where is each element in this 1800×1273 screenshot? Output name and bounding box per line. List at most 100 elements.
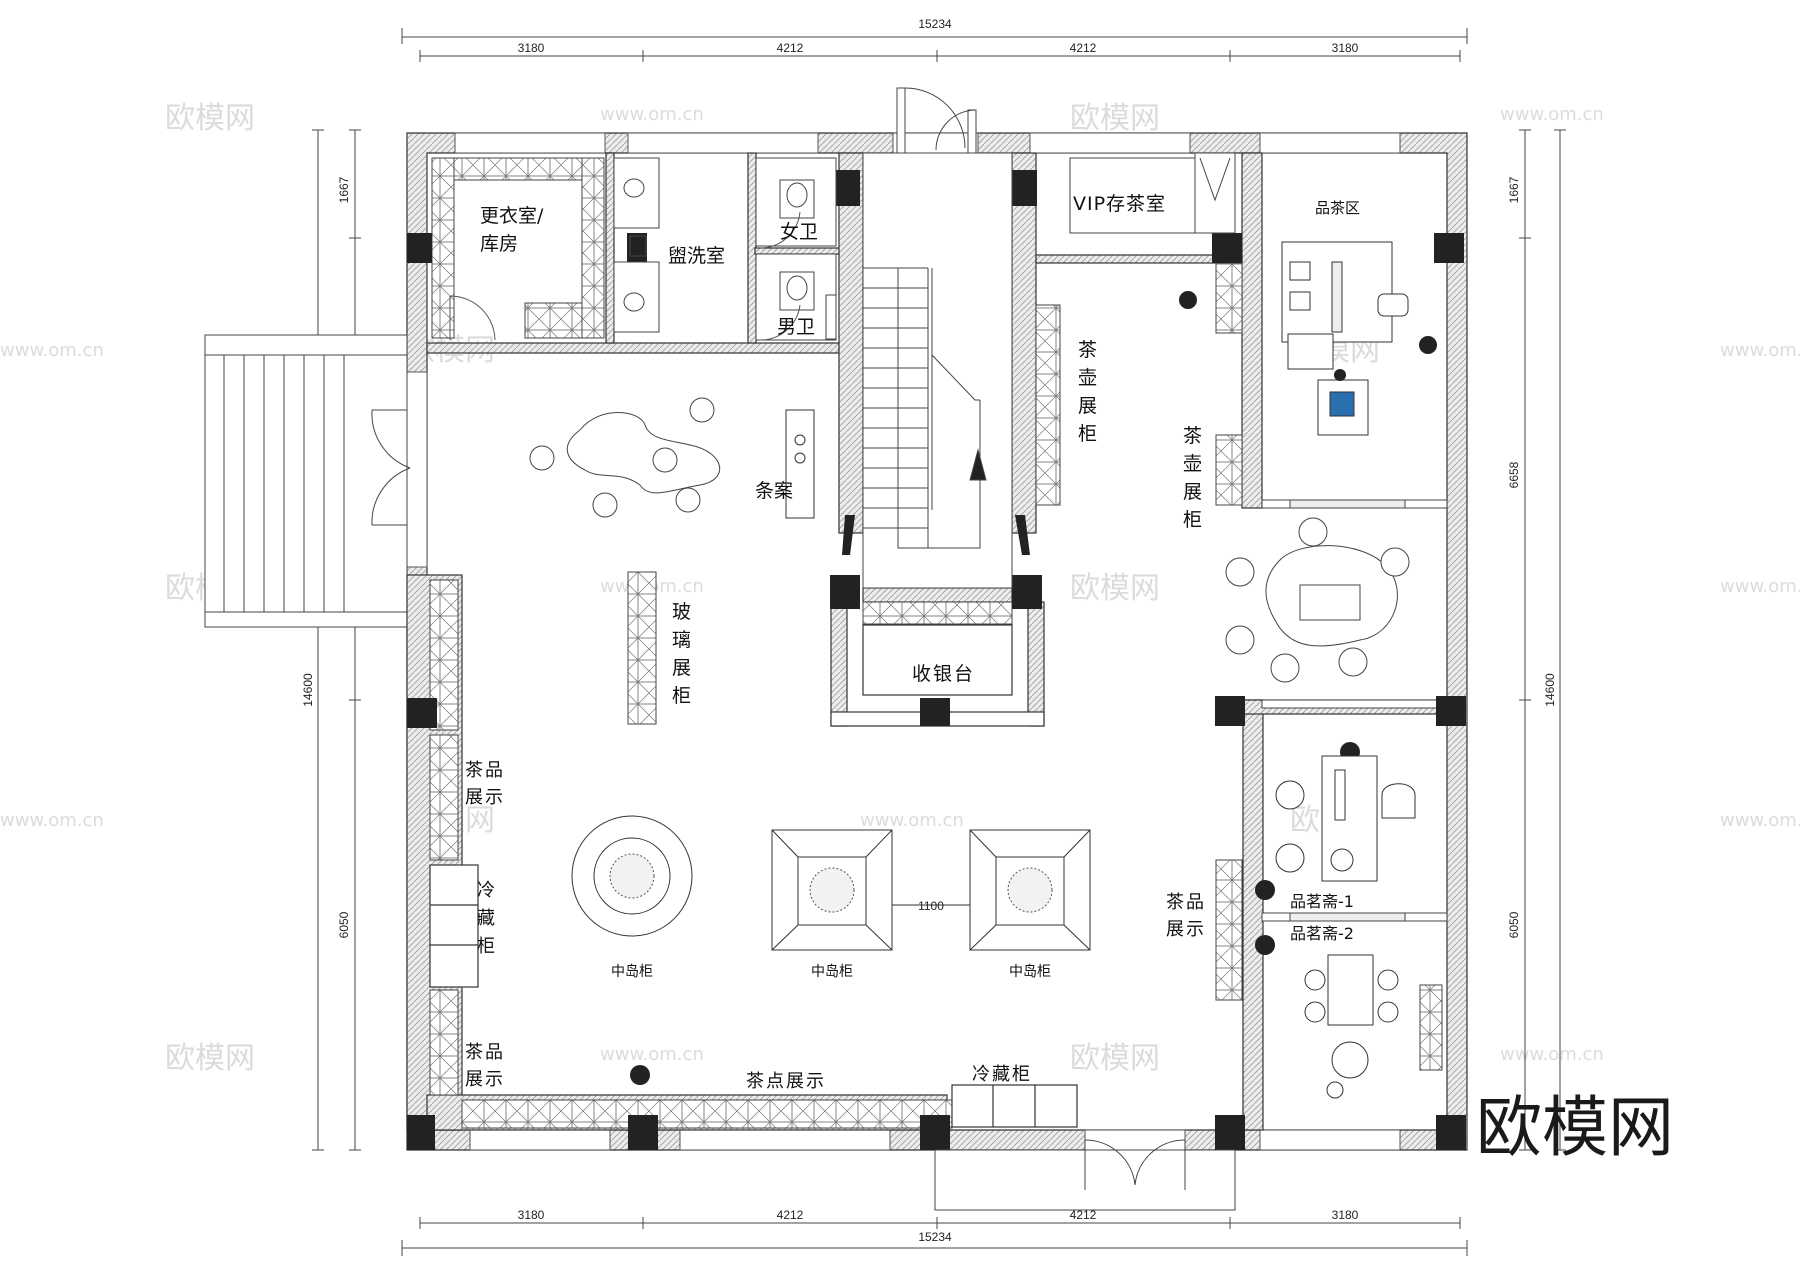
watermark-cn: 欧模网 bbox=[1070, 1041, 1160, 1076]
dim-top-seg: 4212 bbox=[1070, 41, 1097, 55]
plant-icons bbox=[630, 291, 1437, 1085]
locker-cabinet bbox=[581, 157, 605, 339]
dim-bottom-seg: 4212 bbox=[1070, 1208, 1097, 1222]
display-cabinets bbox=[429, 157, 1443, 1129]
label-tea-display-3: 展示 bbox=[1166, 919, 1206, 940]
left-entry-door[interactable] bbox=[371, 409, 411, 526]
label-glass-cabinet: 璃 bbox=[672, 629, 691, 651]
label-teapot-cabinet-1: 茶 bbox=[1078, 339, 1097, 361]
label-fridge-bottom: 冷藏柜 bbox=[972, 1064, 1032, 1085]
label-glass-cabinet: 柜 bbox=[672, 685, 691, 707]
plant-icon bbox=[1255, 935, 1275, 955]
fridge-left bbox=[429, 864, 479, 988]
dim-bottom-seg: 4212 bbox=[777, 1208, 804, 1222]
cashier-back-cabinet bbox=[862, 601, 1013, 625]
watermark-cn: 欧模网 bbox=[165, 1041, 255, 1076]
dim-bottom-seg: 3180 bbox=[518, 1208, 545, 1222]
label-island-2: 中岛柜 bbox=[811, 964, 853, 980]
wall-openings bbox=[406, 132, 1401, 1151]
label-vip-storage: VIP存茶室 bbox=[1073, 193, 1166, 215]
dim-right-seg: 6050 bbox=[1507, 911, 1521, 938]
label-tea-display-3: 茶品 bbox=[1166, 892, 1206, 913]
label-tea-display-1: 茶品 bbox=[465, 760, 505, 781]
plant-icon bbox=[1255, 880, 1275, 900]
label-long-table: 条案 bbox=[755, 480, 793, 502]
locker-cabinet bbox=[524, 302, 583, 339]
label-fridge-left: 柜 bbox=[477, 936, 495, 957]
dim-right-seg: 1667 bbox=[1507, 176, 1521, 203]
washroom-fixtures bbox=[613, 157, 837, 341]
label-teapot-cabinet-1: 展 bbox=[1078, 395, 1097, 417]
label-tea-room-2: 品茗斋-2 bbox=[1290, 924, 1354, 943]
plant-icon bbox=[630, 1065, 650, 1085]
dim-bottom-total: 15234 bbox=[918, 1230, 952, 1244]
room-labels: 更衣室/ 库房 盥洗室 女卫 男卫 VIP存茶室 品茶区 茶 壶 展 柜 茶 壶… bbox=[465, 193, 1360, 1092]
label-male-wc: 男卫 bbox=[777, 316, 815, 338]
label-tea-room-1: 品茗斋-1 bbox=[1290, 892, 1354, 911]
island-cabinets bbox=[571, 815, 1091, 951]
watermark-url: www.om.cn bbox=[600, 1044, 704, 1065]
wc-doors[interactable] bbox=[449, 211, 801, 341]
watermark-url: www.om.cn bbox=[1720, 810, 1800, 831]
label-tea-display-1: 展示 bbox=[465, 787, 505, 808]
brand-watermark: 欧模网 bbox=[1476, 1089, 1674, 1166]
dim-left-seg: 1667 bbox=[337, 176, 351, 203]
tea-room-1-furniture bbox=[1275, 755, 1416, 882]
teapot-cabinet bbox=[1215, 434, 1243, 506]
dimension-lines bbox=[312, 28, 1566, 1256]
fridges bbox=[429, 864, 1078, 1128]
label-tea-display-2: 茶品 bbox=[465, 1042, 505, 1063]
watermark-url: www.om.cn bbox=[1720, 576, 1800, 597]
tea-tray-icon bbox=[1329, 391, 1355, 417]
teapot-cabinet bbox=[1215, 262, 1243, 334]
watermark-url: www.om.cn bbox=[860, 810, 964, 831]
label-island-1: 中岛柜 bbox=[611, 964, 653, 980]
dim-left-total: 14600 bbox=[301, 673, 315, 707]
watermark-url: www.om.cn bbox=[1720, 340, 1800, 361]
label-glass-cabinet: 展 bbox=[672, 657, 691, 679]
watermark-url: www.om.cn bbox=[1500, 1044, 1604, 1065]
watermark-url: www.om.cn bbox=[0, 340, 104, 361]
label-teapot-cabinet-1: 柜 bbox=[1078, 423, 1097, 445]
watermark-cn: 欧模网 bbox=[1070, 101, 1160, 136]
structural-columns bbox=[407, 170, 1466, 1150]
tea-root-table bbox=[529, 397, 721, 518]
label-teapot-cabinet-2: 柜 bbox=[1183, 509, 1202, 531]
plant-icon bbox=[1334, 369, 1346, 381]
tea-display-cabinet bbox=[1419, 984, 1443, 1071]
dim-top-seg: 3180 bbox=[1332, 41, 1359, 55]
tea-display-cabinet bbox=[429, 989, 459, 1096]
tea-room-2-furniture bbox=[1304, 954, 1399, 1099]
tea-table-set bbox=[1225, 517, 1410, 683]
plant-icon bbox=[1179, 291, 1197, 309]
watermark-url: www.om.cn bbox=[1500, 104, 1604, 125]
vip-storage-room bbox=[1069, 152, 1236, 234]
label-teapot-cabinet-2: 展 bbox=[1183, 481, 1202, 503]
long-table bbox=[785, 409, 815, 519]
label-tea-display-2: 展示 bbox=[465, 1069, 505, 1090]
dim-right-total: 14600 bbox=[1543, 673, 1557, 707]
label-fridge-left: 冷 bbox=[477, 880, 495, 901]
locker-cabinet bbox=[431, 157, 455, 339]
glass-display-cabinet bbox=[627, 571, 657, 725]
cashier-counter bbox=[862, 624, 1013, 696]
bottom-entrance[interactable] bbox=[934, 1139, 1236, 1211]
label-island-3: 中岛柜 bbox=[1009, 964, 1051, 980]
snack-display-cabinet bbox=[461, 1099, 953, 1129]
teapot-cabinet bbox=[1035, 304, 1061, 506]
plant-icon bbox=[1419, 336, 1437, 354]
dim-bottom-seg: 3180 bbox=[1332, 1208, 1359, 1222]
label-tasting-area: 品茶区 bbox=[1315, 199, 1360, 217]
dim-top-seg: 4212 bbox=[777, 41, 804, 55]
label-cashier: 收银台 bbox=[912, 663, 975, 685]
watermark-url: www.om.cn bbox=[600, 104, 704, 125]
label-teapot-cabinet-1: 壶 bbox=[1078, 367, 1097, 389]
stair-top-door[interactable] bbox=[896, 87, 977, 154]
label-storage: 库房 bbox=[480, 233, 518, 255]
tea-display-cabinet bbox=[1215, 859, 1243, 1001]
label-fridge-left: 藏 bbox=[477, 908, 495, 929]
label-glass-cabinet: 玻 bbox=[672, 601, 691, 623]
label-interior-gap: 1100 bbox=[918, 899, 944, 913]
watermark-cn: 欧模网 bbox=[1070, 571, 1160, 606]
